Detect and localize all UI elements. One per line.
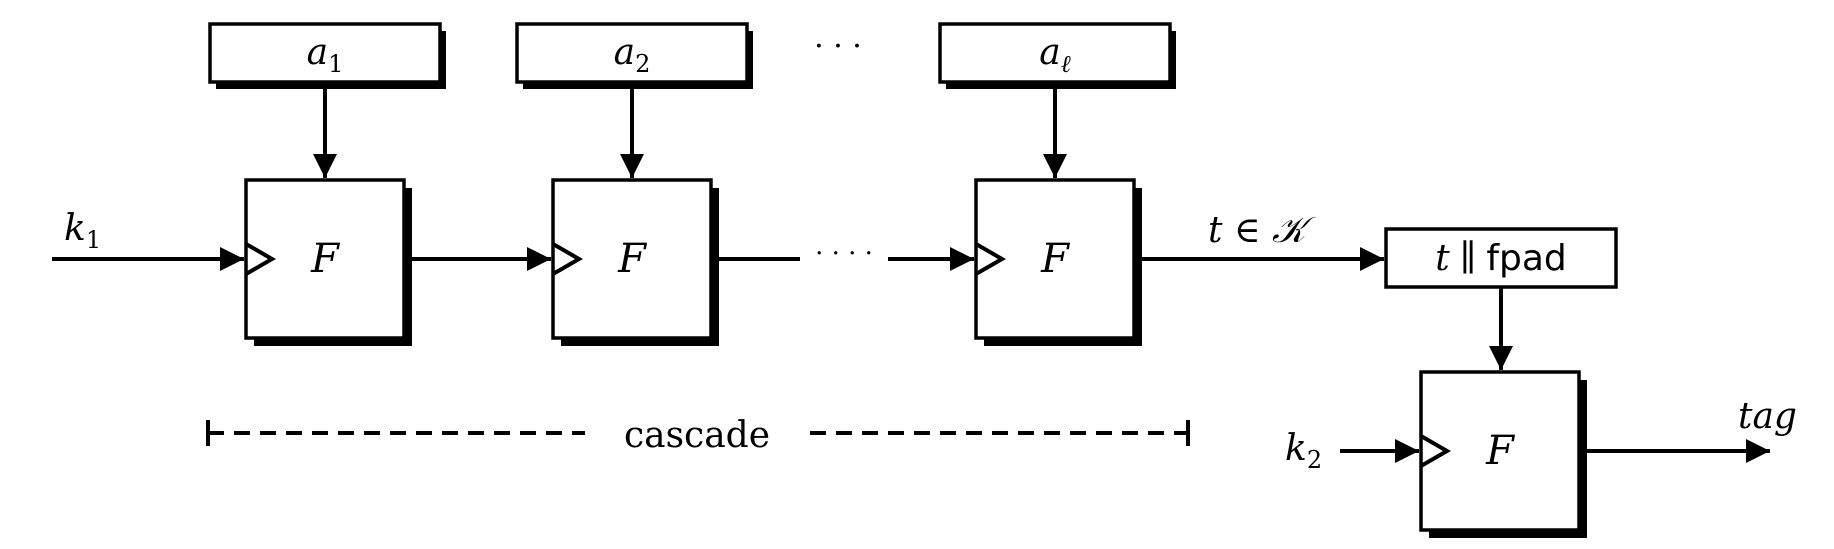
input-ellipsis: · · · xyxy=(814,29,862,64)
f-block-2-label: F xyxy=(617,236,647,282)
f-block-l: F xyxy=(974,178,1142,346)
pad-word: fpad xyxy=(1486,238,1566,279)
input-al-base: a xyxy=(1039,32,1060,73)
svg-text:t∥fpad: t∥fpad xyxy=(1435,238,1567,279)
input-box-a1: a1 xyxy=(208,22,446,89)
input-al-sub: ℓ xyxy=(1061,50,1071,78)
input-box-al: aℓ xyxy=(938,22,1176,89)
key2-label: k2 xyxy=(1285,428,1322,474)
cascade-label: cascade xyxy=(624,415,770,456)
input-a1-base: a xyxy=(307,32,328,73)
svg-text:a2: a2 xyxy=(614,32,651,78)
pad-sep: ∥ xyxy=(1460,238,1477,279)
f-block-1: F xyxy=(244,178,412,346)
pad-t: t xyxy=(1435,238,1450,279)
input-a2-sub: 2 xyxy=(635,50,650,78)
input-a2-base: a xyxy=(614,32,635,73)
cascade-span: cascade xyxy=(206,415,1190,456)
f-block-2: F xyxy=(551,178,719,346)
key1-label: k1 xyxy=(64,208,101,254)
svg-text:a1: a1 xyxy=(307,32,344,78)
f-block-1-label: F xyxy=(310,236,340,282)
intermediate-label: t ∈ 𝒦 xyxy=(1208,210,1316,251)
f-block-final-label: F xyxy=(1485,428,1515,474)
input-box-a2: a2 xyxy=(515,22,753,89)
pad-box: t∥fpad xyxy=(1384,227,1618,289)
f-block-final: F xyxy=(1419,370,1587,538)
f-block-l-label: F xyxy=(1040,236,1070,282)
output-tag-label: tag xyxy=(1738,396,1797,437)
svg-text:aℓ: aℓ xyxy=(1039,32,1070,78)
input-a1-sub: 1 xyxy=(328,50,343,78)
chain-ellipsis: · · · · xyxy=(815,239,873,269)
